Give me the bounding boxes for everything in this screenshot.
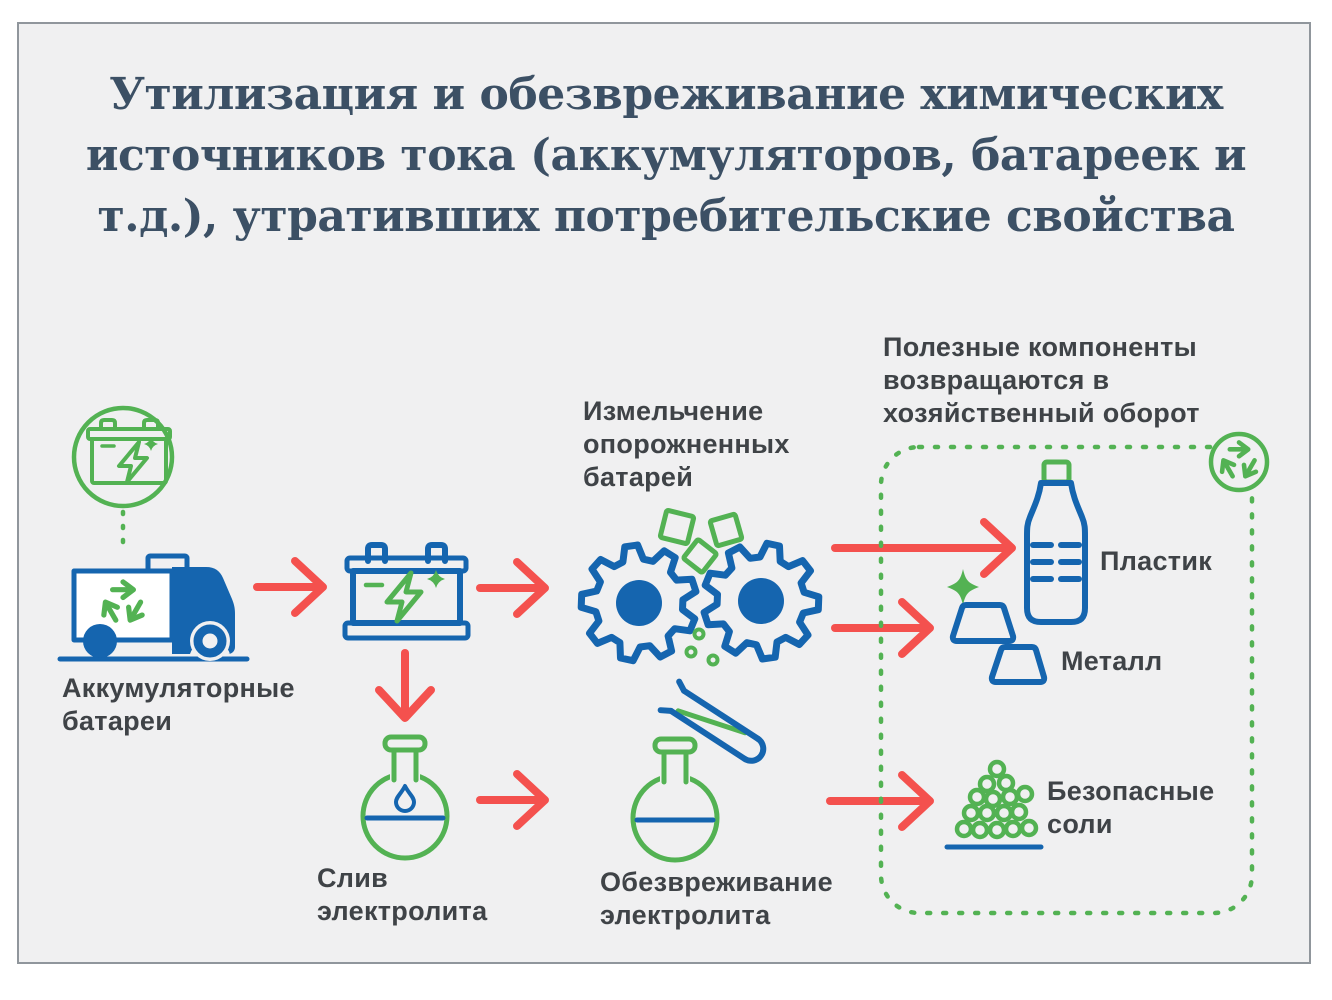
arrow-right-icon bbox=[253, 557, 327, 617]
label-shredding: Измельчение опорожненных батарей bbox=[583, 395, 790, 494]
neutralize-flask-icon bbox=[630, 678, 767, 863]
label-line: опорожненных bbox=[583, 429, 790, 459]
label-accumulator-batteries: Аккумуляторные батареи bbox=[62, 672, 295, 738]
label-metal: Металл bbox=[1061, 646, 1163, 676]
safe-salts-icon bbox=[944, 759, 1044, 850]
page-title: Утилизация и обезвреживание химических и… bbox=[17, 64, 1315, 247]
arrow-right-icon bbox=[831, 518, 1016, 578]
recycle-badge-icon bbox=[1208, 431, 1270, 493]
label-line: Аккумуляторные bbox=[62, 673, 295, 703]
label-line: электролита bbox=[600, 900, 771, 930]
drain-flask-icon bbox=[360, 734, 450, 861]
arrow-right-icon bbox=[476, 558, 549, 618]
label-line: Слив bbox=[317, 863, 389, 893]
outputs-dashed-box bbox=[878, 444, 1255, 916]
panel bbox=[17, 22, 1311, 964]
label-electrolyte-neutralization: Обезвреживание электролита bbox=[600, 866, 833, 932]
arrow-right-icon bbox=[826, 771, 934, 831]
label-line: соли bbox=[1047, 809, 1113, 839]
label-safe-salts: Безопасные соли bbox=[1047, 775, 1214, 841]
label-line: Безопасные bbox=[1047, 776, 1215, 806]
title-line: Утилизация и обезвреживание химических bbox=[109, 69, 1223, 120]
metal-ingots-icon bbox=[947, 569, 1048, 685]
label-line: хозяйственный оборот bbox=[883, 398, 1200, 428]
label-line: Измельчение bbox=[583, 396, 764, 426]
title-line: источников тока (аккумуляторов, батареек… bbox=[85, 130, 1247, 181]
spent-battery-badge-icon bbox=[71, 405, 175, 509]
shredder-gears-icon bbox=[577, 507, 823, 667]
label-useful-components: Полезные компоненты возвращаются в хозяй… bbox=[883, 331, 1200, 430]
car-battery-icon bbox=[342, 542, 471, 641]
label-line: Обезвреживание bbox=[600, 867, 833, 897]
label-line: батарей bbox=[583, 462, 694, 492]
label-line: электролита bbox=[317, 896, 488, 926]
label-electrolyte-drain: Слив электролита bbox=[317, 862, 487, 928]
label-plastic: Пластик bbox=[1100, 546, 1213, 576]
arrow-right-icon bbox=[476, 770, 549, 830]
recycling-truck-icon bbox=[57, 553, 250, 662]
test-tube-icon bbox=[657, 678, 767, 764]
label-line: батареи bbox=[62, 706, 173, 736]
label-line: возвращаются в bbox=[883, 365, 1110, 395]
arrow-down-icon bbox=[375, 649, 435, 722]
label-line: Полезные компоненты bbox=[883, 332, 1198, 362]
title-line: т.д.), утративших потребительские свойст… bbox=[97, 191, 1235, 242]
arrow-right-icon bbox=[831, 598, 934, 658]
plastic-bottle-icon bbox=[1024, 459, 1088, 625]
